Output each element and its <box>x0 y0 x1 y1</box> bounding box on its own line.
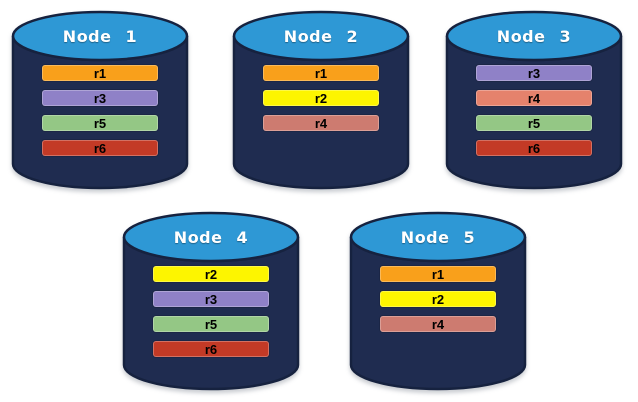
node-cylinder-3: Node 3 r3 r4 r5 r6 <box>444 8 624 192</box>
replica-bar: r4 <box>380 316 496 332</box>
node-cylinder-4: Node 4 r2 r3 r5 r6 <box>121 209 301 393</box>
replica-bar: r1 <box>42 65 158 81</box>
node-cylinder-2: Node 2 r1 r2 r4 <box>231 8 411 192</box>
replica-list: r1 r2 r4 <box>263 65 379 131</box>
replica-bar: r4 <box>476 90 592 106</box>
replica-bar: r2 <box>153 266 269 282</box>
replica-list: r3 r4 r5 r6 <box>476 65 592 156</box>
replica-label: r3 <box>527 65 541 81</box>
replica-label: r3 <box>93 90 107 106</box>
cylinder-top <box>349 211 527 263</box>
cylinder-top <box>232 10 410 62</box>
replica-bar: r3 <box>42 90 158 106</box>
replica-list: r1 r3 r5 r6 <box>42 65 158 156</box>
replica-label: r1 <box>314 65 328 81</box>
replica-list: r1 r2 r4 <box>380 266 496 332</box>
replica-label: r4 <box>527 90 541 106</box>
node-cylinder-1: Node 1 r1 r3 r5 r6 <box>10 8 190 192</box>
replica-bar: r5 <box>476 115 592 131</box>
replica-label: r2 <box>204 266 218 282</box>
replica-label: r6 <box>204 341 218 357</box>
replica-bar: r5 <box>42 115 158 131</box>
replica-bar: r2 <box>263 90 379 106</box>
replica-label: r3 <box>204 291 218 307</box>
replica-bar: r6 <box>42 140 158 156</box>
node-label: Node 3 <box>496 27 572 46</box>
node-label: Node 2 <box>283 27 359 46</box>
replica-bar: r5 <box>153 316 269 332</box>
node-label: Node 5 <box>400 228 476 247</box>
replica-label: r5 <box>204 316 218 332</box>
cylinder-top <box>445 10 623 62</box>
replica-label: r5 <box>93 115 107 131</box>
replica-bar: r1 <box>380 266 496 282</box>
replica-bar: r6 <box>153 341 269 357</box>
cylinder-top <box>11 10 189 62</box>
node-label: Node 4 <box>173 228 249 247</box>
replica-bar: r4 <box>263 115 379 131</box>
replica-label: r5 <box>527 115 541 131</box>
cylinder-top <box>122 211 300 263</box>
replica-bar: r3 <box>476 65 592 81</box>
replica-label: r1 <box>93 65 107 81</box>
replica-label: r6 <box>93 140 107 156</box>
replica-label: r6 <box>527 140 541 156</box>
node-label: Node 1 <box>62 27 138 46</box>
replica-label: r2 <box>431 291 445 307</box>
replica-list: r2 r3 r5 r6 <box>153 266 269 357</box>
replica-bar: r2 <box>380 291 496 307</box>
node-cylinder-5: Node 5 r1 r2 r4 <box>348 209 528 393</box>
replica-label: r4 <box>314 115 328 131</box>
replica-bar: r1 <box>263 65 379 81</box>
replica-label: r4 <box>431 316 445 332</box>
replica-bar: r6 <box>476 140 592 156</box>
replica-label: r2 <box>314 90 328 106</box>
replica-bar: r3 <box>153 291 269 307</box>
replica-label: r1 <box>431 266 445 282</box>
